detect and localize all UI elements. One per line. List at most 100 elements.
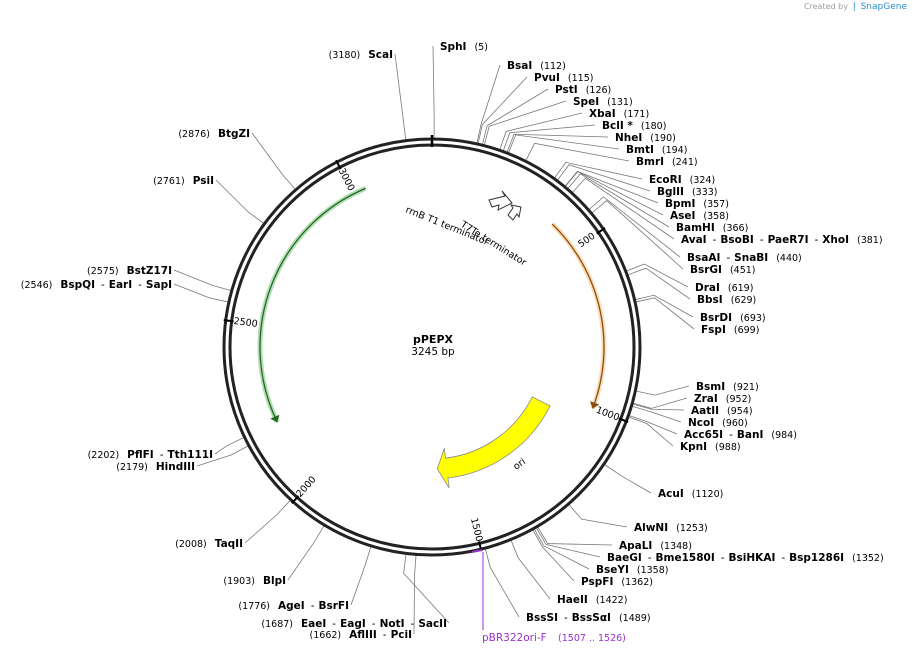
site-label-asei: AseI(358) [670,210,729,222]
site-label-ncoi: NcoI(960) [688,417,748,429]
site-label-bsrgi: BsrGI(451) [690,264,756,276]
leader-bsaai [589,196,681,258]
enzyme-name: BseYI [596,564,629,576]
site-separator: - [648,552,652,564]
site-separator: - [726,252,730,264]
site-position: (984) [771,430,797,441]
site-position: (180) [641,121,667,132]
enzyme-name: AatII [691,405,719,417]
site-position: (1903) [223,576,255,587]
leader-blpi [287,525,325,581]
plasmid-size: 3245 bp [411,346,455,358]
tick-2500 [223,319,234,323]
enzyme-name: Acc65I [684,429,723,441]
site-position: (357) [703,199,729,210]
enzyme-name: NheI [615,132,642,144]
site-label-kpni: KpnI(988) [680,441,741,453]
site-label-bsai: BsaI(112) [507,60,566,72]
enzyme-name: EcoRI [649,174,682,186]
leader-bsai [476,64,501,143]
enzyme-name: PflFI [127,449,154,461]
site-position: (2876) [178,129,210,140]
tick-500 [596,227,606,235]
orange-arc-halo [550,222,607,410]
site-position: (5) [474,42,487,53]
leader-kpni [628,416,674,447]
site-label-apali: ApaLI(1348) [619,540,692,552]
site-label-aatii: AatII(954) [691,405,753,417]
enzyme-name: AvaI [681,234,707,246]
leader-nhei [506,133,609,153]
enzyme-name: Tth111I [168,449,213,461]
orange-arc-arrowhead [589,401,600,409]
enzyme-name: BamHI [676,222,715,234]
leader-avai [572,177,675,240]
site-position: (3180) [329,50,361,61]
enzyme-name: TaqII [215,538,243,550]
snapgene-credit: Created by ❘ SnapGene [804,2,907,12]
enzyme-name: NotI [380,618,405,630]
site-label-bpmi: BpmI(357) [665,198,729,210]
site-label-hindiii: (2179)HindIII [116,461,195,473]
site-label-sphi: SphI(5) [440,41,488,53]
site-position: (699) [734,325,760,336]
enzyme-name: EarI [109,279,132,291]
leader-drai [626,263,689,288]
leader-bsssi [485,548,520,618]
leader-bstz17i [173,269,231,291]
enzyme-name: SapI [146,279,172,291]
site-separator: - [138,279,142,291]
site-label-psti: PstI(126) [555,84,611,96]
leader-taqii [244,500,291,544]
site-label-spei: SpeI(131) [573,96,633,108]
site-label-bamhi: BamHI (366) [676,222,748,234]
t7te-terminator-arrow [507,204,522,221]
leader-baegi [536,527,601,558]
site-position: (2546) [21,280,53,291]
enzyme-name: BmrI [636,156,664,168]
leader-bmti [508,134,620,153]
leader-bglii [557,164,651,192]
site-position: (358) [703,211,729,222]
site-position: (112) [540,61,566,72]
enzyme-name: AcuI [658,488,684,500]
site-position: (1362) [621,577,653,588]
site-separator: - [781,552,785,564]
site-label-bbsi: BbsI(629) [697,294,756,306]
enzyme-name: XbaI [589,108,616,120]
leader-scai [394,53,407,140]
tick-1000 [618,417,629,423]
enzyme-name: ZraI [694,393,718,405]
tick-label-2500: 2500 [233,316,258,330]
site-label-bspqi: (2546)BspQI-EarI-SapI [21,279,172,291]
leader-alwni [568,504,628,528]
site-position: (921) [733,382,759,393]
site-position: (333) [692,187,718,198]
site-separator: - [311,600,315,612]
tick-label-500: 500 [576,231,597,250]
leader-apali [537,526,613,546]
site-label-bsaai: BsaAI-SnaBI(440) [687,252,802,264]
site-position: (366) [723,223,749,234]
enzyme-name: FspI [701,324,726,336]
enzyme-name: Bsp1286I [789,552,844,564]
site-label-acc65i: Acc65I-BanI(984) [684,429,797,441]
orange-arc-line [551,223,605,409]
leader-bbsi [627,267,691,300]
enzyme-name: PaeR7I [768,234,809,246]
enzyme-name: SnaBI [734,252,768,264]
site-position: (1358) [637,565,669,576]
site-label-avai: AvaI-BsoBI-PaeR7I-XhoI(381) [681,234,883,246]
site-label-bmri: BmrI(241) [636,156,698,168]
rrnb-terminator-arrow [488,190,513,211]
enzyme-name: BsrGI [690,264,722,276]
site-label-bsmi: BsmI(921) [696,381,759,393]
leader-haeii [510,540,551,600]
ori-label: ori [511,456,527,472]
leader-eaei [403,554,450,624]
site-label-bcli: BclI *(180) [602,120,666,132]
site-position: (1489) [619,613,651,624]
site-separator: - [383,629,387,641]
site-position: (988) [715,442,741,453]
